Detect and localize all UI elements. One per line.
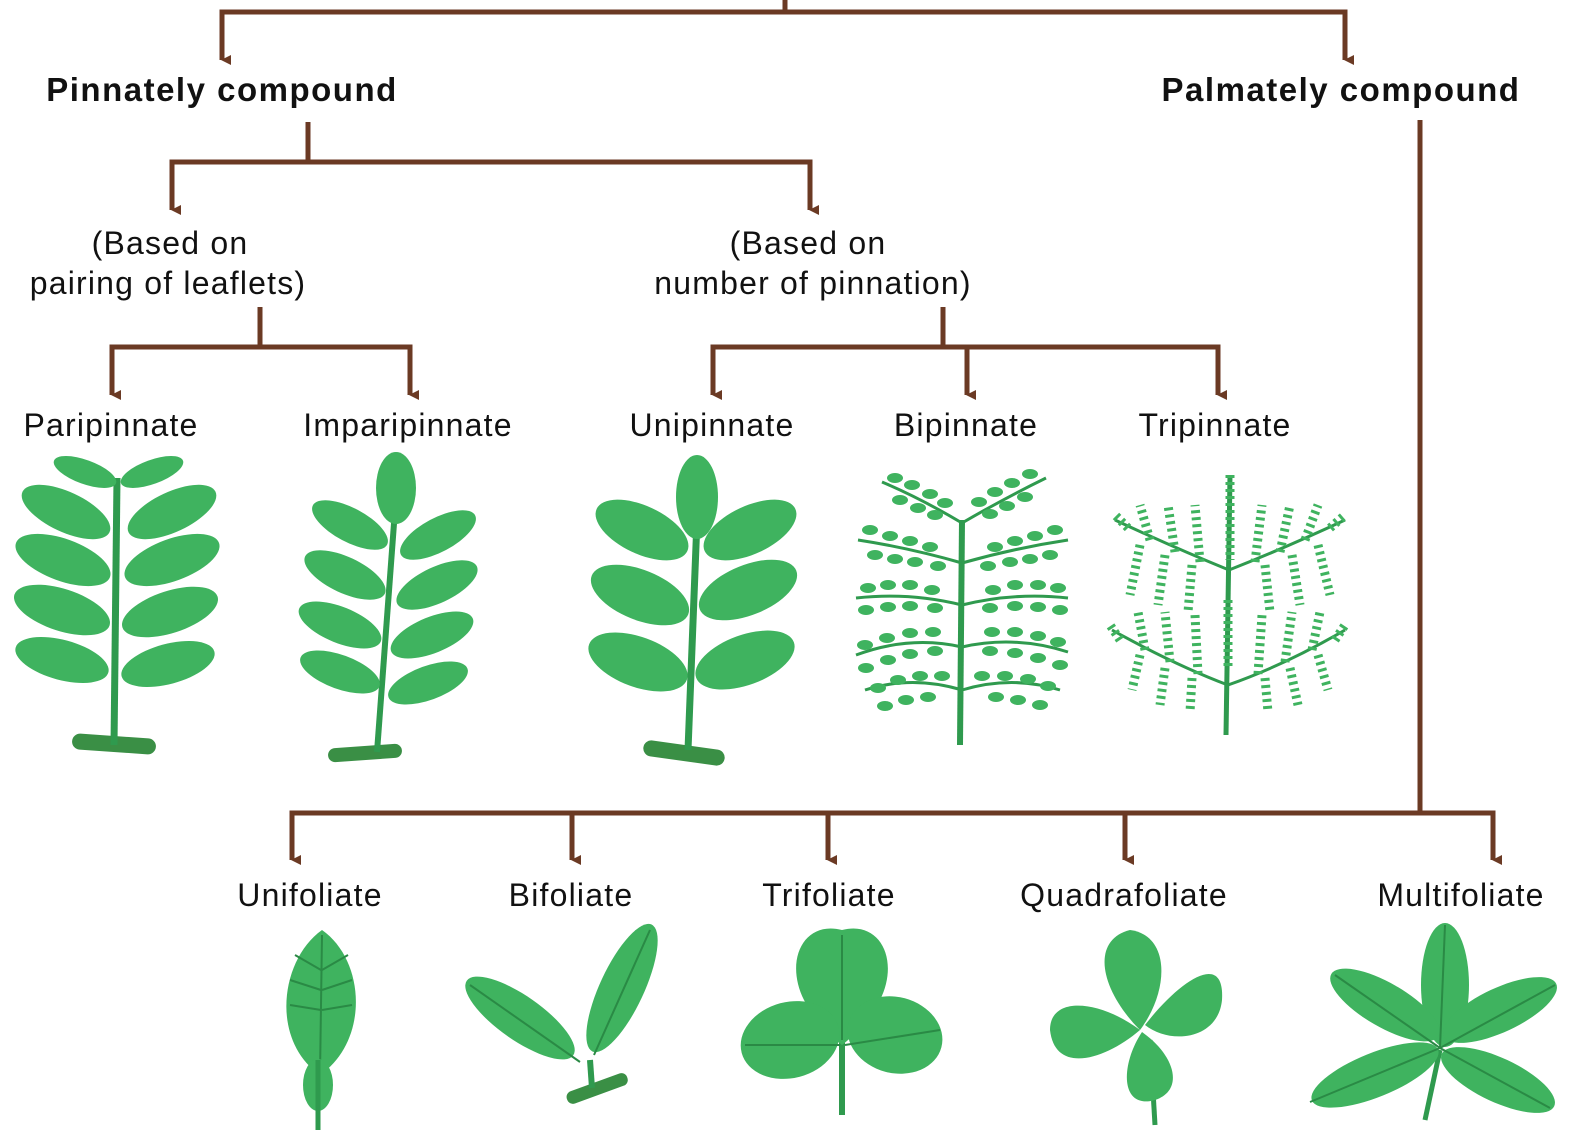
unipinnate-leaf-illustration — [581, 455, 806, 767]
label-bipinnate: Bipinnate — [894, 407, 1038, 443]
bipinnate-leaf-illustration — [856, 469, 1068, 745]
pinnation-note-line2: number of pinnation) — [654, 265, 972, 301]
pairing-note-line2: pairing of leaflets) — [30, 265, 307, 301]
pairing-note-line1: (Based on — [92, 225, 249, 261]
label-imparipinnate: Imparipinnate — [303, 407, 513, 443]
paripinnate-leaf-illustration — [8, 449, 226, 754]
pinnately-compound-title: Pinnately compound — [46, 71, 398, 108]
label-trifoliate: Trifoliate — [762, 877, 896, 913]
bifoliate-leaf-illustration — [454, 915, 671, 1105]
label-unipinnate: Unipinnate — [630, 407, 795, 443]
multifoliate-leaf-illustration — [1304, 923, 1566, 1126]
tripinnate-leaf-illustration — [1110, 475, 1345, 735]
label-paripinnate: Paripinnate — [23, 407, 198, 443]
label-quadrafoliate: Quadrafoliate — [1020, 877, 1228, 913]
label-bifoliate: Bifoliate — [509, 877, 634, 913]
trifoliate-leaf-illustration — [732, 928, 951, 1115]
label-multifoliate: Multifoliate — [1377, 877, 1544, 913]
palmately-compound-title: Palmately compound — [1162, 71, 1521, 108]
imparipinnate-leaf-illustration — [292, 452, 484, 763]
unifoliate-leaf-illustration — [286, 930, 356, 1130]
label-unifoliate: Unifoliate — [237, 877, 382, 913]
pinnation-note-line1: (Based on — [730, 225, 887, 261]
label-tripinnate: Tripinnate — [1138, 407, 1291, 443]
quadrafoliate-leaf-illustration — [1050, 930, 1222, 1125]
